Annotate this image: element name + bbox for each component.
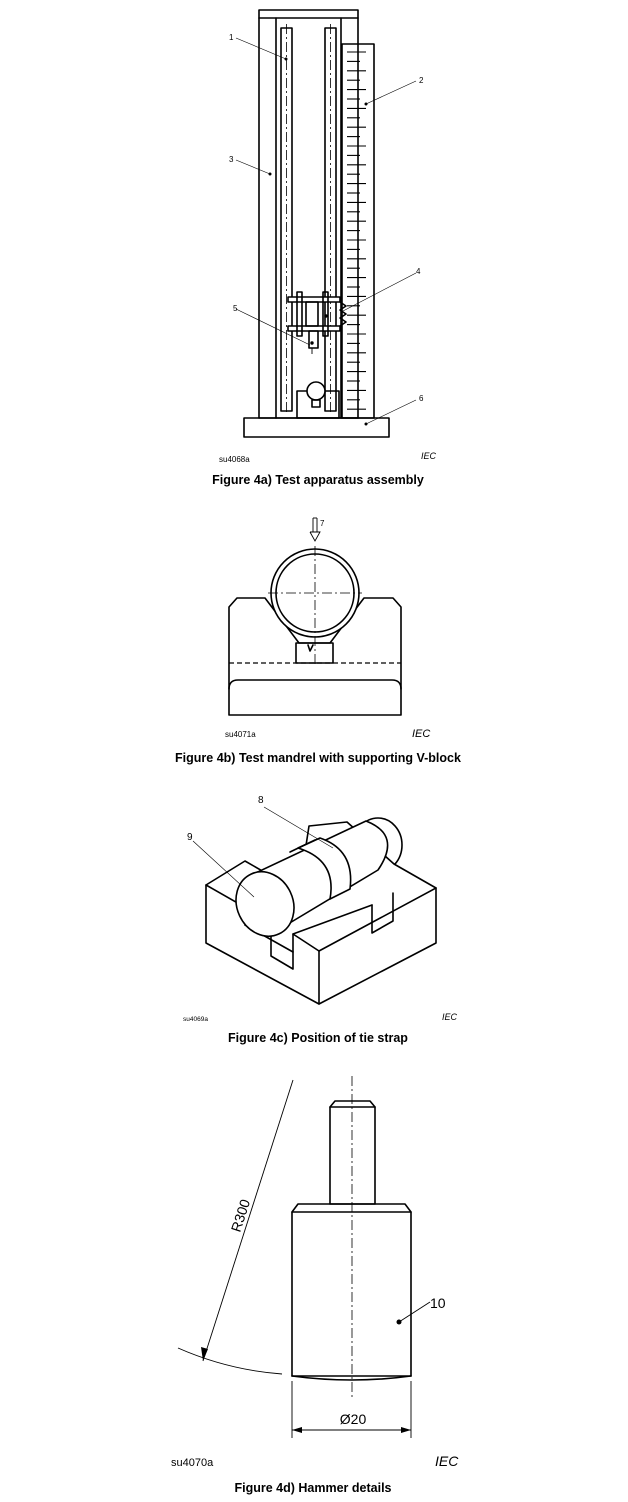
- hammer-shaft: [329, 1100, 376, 1205]
- callout-3: 3: [229, 155, 234, 164]
- callout-9: 9: [187, 832, 193, 843]
- leader-9: [192, 840, 255, 898]
- frame-outer: [258, 9, 359, 419]
- tie-strap-edge: [289, 839, 316, 853]
- dim-arrow-left: [292, 1427, 302, 1433]
- figure-4a-test-apparatus: 1 2 3 4 5 6 su4068a IEC Figure 4a) Test …: [212, 9, 437, 487]
- scale-ticks: [347, 51, 366, 410]
- v-block-base-edge: [228, 679, 402, 690]
- caption-4b: Figure 4b) Test mandrel with supporting …: [175, 751, 461, 765]
- iec-mark-4d: IEC: [435, 1453, 459, 1469]
- caption-4c: Figure 4c) Position of tie strap: [228, 1031, 408, 1045]
- iec-mark-4b: IEC: [412, 728, 430, 740]
- callout-2: 2: [419, 76, 424, 85]
- diameter-label: Ø20: [340, 1411, 367, 1427]
- caption-4a: Figure 4a) Test apparatus assembly: [212, 473, 424, 487]
- base-plate: [243, 417, 390, 438]
- callout-dots-4a: [268, 57, 368, 426]
- dim-arrow-right: [401, 1427, 411, 1433]
- iec-mark-4a: IEC: [421, 451, 437, 461]
- callout-7: 7: [320, 519, 325, 528]
- figure-4d-hammer-details: R300 10 Ø20 su4070a IEC Figure 4d) Hamme…: [171, 1076, 459, 1495]
- hammer-head: [291, 1203, 412, 1377]
- tie-strap-tail: [307, 644, 314, 652]
- iec-mark-4c: IEC: [442, 1012, 458, 1022]
- figure-4c-tie-strap-position: 8 9 su4069a IEC Figure 4c) Position of t…: [183, 795, 458, 1045]
- tie-strap-band: [297, 837, 352, 900]
- callout-1: 1: [229, 33, 234, 42]
- drawing-code-4a: su4068a: [219, 455, 250, 464]
- leader-8: [263, 806, 334, 849]
- figure-4b-mandrel-v-block: 7 su4071a IEC Figure 4b) Test mandrel wi…: [175, 517, 461, 765]
- caption-4d: Figure 4d) Hammer details: [235, 1481, 392, 1495]
- radius-arrowhead: [201, 1347, 208, 1361]
- v-block-slot: [295, 642, 334, 664]
- callout-8: 8: [258, 795, 264, 806]
- drawing-code-4c: su4069a: [183, 1016, 208, 1023]
- radius-line: [202, 1079, 294, 1362]
- cylinder-front-end: [235, 871, 295, 937]
- callout-10: 10: [430, 1295, 446, 1311]
- radius-arc: [177, 1347, 283, 1375]
- callout-6: 6: [419, 394, 424, 403]
- callout-4: 4: [416, 267, 421, 276]
- hammer-face: [291, 1375, 412, 1381]
- callout-leaders-4a: [235, 37, 417, 425]
- leader-10: [398, 1301, 431, 1323]
- anvil-block: [296, 381, 340, 419]
- drawing-code-4b: su4071a: [225, 730, 256, 739]
- force-arrow: [309, 517, 321, 542]
- hammer-carriage: [287, 291, 347, 354]
- v-block-slot-right: [371, 892, 394, 934]
- drawing-code-4d: su4070a: [171, 1457, 214, 1469]
- callout-5: 5: [233, 304, 238, 313]
- v-block-slot-floor: [292, 904, 373, 935]
